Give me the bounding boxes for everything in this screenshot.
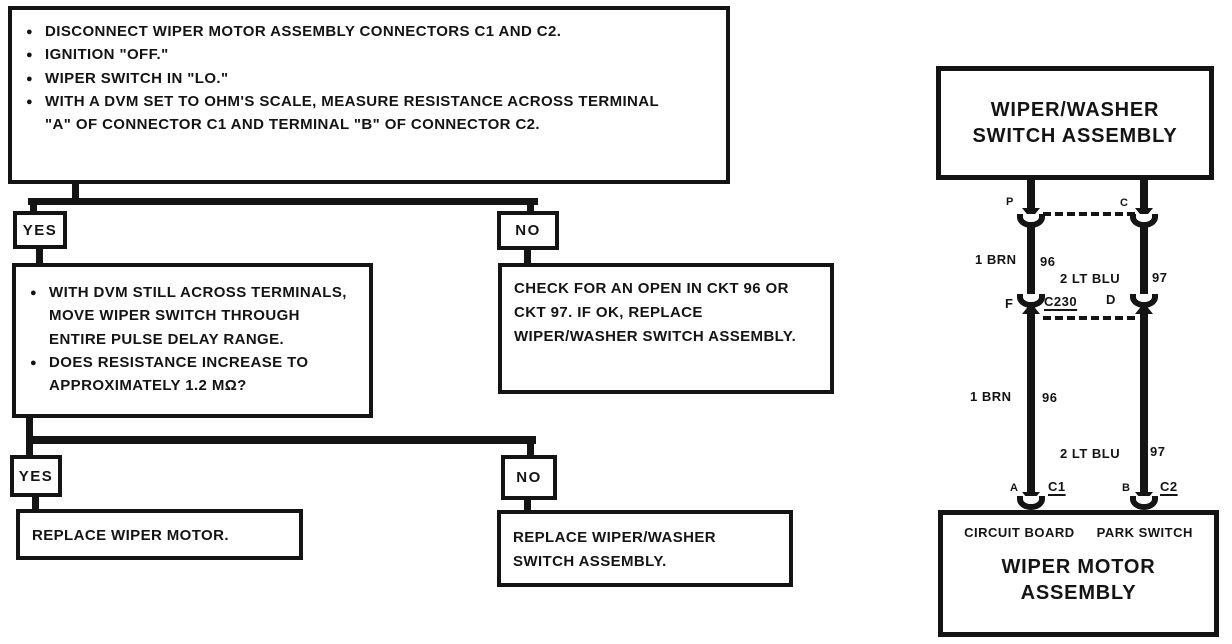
motor-sub-label-circuit-board: CIRCUIT BOARD xyxy=(964,525,1075,540)
wire-ckt96 xyxy=(1027,180,1035,500)
switch-box-label: WIPER/WASHER SWITCH ASSEMBLY xyxy=(972,99,1178,147)
step1-bullet-list: ● DISCONNECT WIPER MOTOR ASSEMBLY CONNEC… xyxy=(12,10,726,146)
step1-text: DISCONNECT WIPER MOTOR ASSEMBLY CONNECTO… xyxy=(45,23,562,40)
connector-line xyxy=(527,444,534,455)
step1-item: ● IGNITION "OFF." xyxy=(26,43,712,66)
no-label: NO xyxy=(516,469,542,486)
bullet-icon: ● xyxy=(26,95,34,108)
wire-label-ltblu-upper: 2 LT BLU xyxy=(1060,271,1121,286)
result-no-text: REPLACE WIPER/WASHER SWITCH ASSEMBLY. xyxy=(513,529,717,570)
connector-line xyxy=(36,249,43,264)
connector-c1-label: C1 xyxy=(1048,479,1066,494)
connector-line xyxy=(32,497,39,510)
no-label: NO xyxy=(515,222,541,239)
connector-c2-label: C2 xyxy=(1160,479,1178,494)
branch2-no-tag: NO xyxy=(501,455,557,500)
inline-connector-icon xyxy=(1017,214,1045,228)
step2-text: WITH DVM STILL ACROSS TERMINALS, MOVE WI… xyxy=(49,284,347,348)
motor-box-label: WIPER MOTOR ASSEMBLY xyxy=(1001,556,1156,604)
connector-line xyxy=(527,205,534,213)
step1-item: ● WITH A DVM SET TO OHM'S SCALE, MEASURE… xyxy=(26,90,712,137)
terminal-motor-a: A xyxy=(1010,482,1019,494)
step2-text: DOES RESISTANCE INCREASE TO APPROXIMATEL… xyxy=(49,353,309,394)
branch1-no-tag: NO xyxy=(497,211,559,250)
circuit-number-96-upper: 96 xyxy=(1040,254,1056,269)
connector-dash-line xyxy=(1043,212,1135,216)
result-yes-text: REPLACE WIPER MOTOR. xyxy=(32,527,229,544)
result-no-box: REPLACE WIPER/WASHER SWITCH ASSEMBLY. xyxy=(497,510,793,587)
inline-connector-icon xyxy=(1017,496,1045,510)
step1-text: WITH A DVM SET TO OHM'S SCALE, MEASURE R… xyxy=(45,92,659,133)
wire-label-brn-upper: 1 BRN xyxy=(975,252,1017,267)
connector-line xyxy=(524,250,531,264)
connector-line xyxy=(26,418,33,440)
bullet-icon: ● xyxy=(26,49,34,62)
step2-item: ● WITH DVM STILL ACROSS TERMINALS, MOVE … xyxy=(30,281,355,351)
flowchart-no-action-box: CHECK FOR AN OPEN IN CKT 96 OR CKT 97. I… xyxy=(498,263,834,394)
wiper-motor-box: CIRCUIT BOARD PARK SWITCH WIPER MOTOR AS… xyxy=(938,510,1219,637)
connector-dash-line xyxy=(1043,316,1135,320)
connector-line xyxy=(72,182,79,204)
terminal-c230-right: D xyxy=(1106,292,1116,307)
terminal-switch-right: C xyxy=(1120,197,1129,209)
circuit-number-96-lower: 96 xyxy=(1042,390,1058,405)
branch1-yes-tag: YES xyxy=(13,211,67,249)
bullet-icon: ● xyxy=(26,26,34,38)
branch2-line xyxy=(26,436,536,444)
circuit-number-97-lower: 97 xyxy=(1150,444,1166,459)
circuit-number-97-upper: 97 xyxy=(1152,270,1168,285)
step2-item: ● DOES RESISTANCE INCREASE TO APPROXIMAT… xyxy=(30,351,355,398)
connector-pin-icon xyxy=(1022,303,1040,314)
step1-text: WIPER SWITCH IN "LO." xyxy=(45,69,229,87)
step2-bullet-list: ● WITH DVM STILL ACROSS TERMINALS, MOVE … xyxy=(16,267,369,407)
terminal-motor-b: B xyxy=(1122,482,1131,494)
connector-pin-icon xyxy=(1135,303,1153,314)
connector-line xyxy=(524,500,531,511)
yes-label: YES xyxy=(22,221,58,239)
inline-connector-icon xyxy=(1130,496,1158,510)
connector-line xyxy=(26,444,33,455)
no-action-text: CHECK FOR AN OPEN IN CKT 96 OR CKT 97. I… xyxy=(514,280,797,345)
result-yes-box: REPLACE WIPER MOTOR. xyxy=(16,509,303,560)
step1-item: ● DISCONNECT WIPER MOTOR ASSEMBLY CONNEC… xyxy=(26,20,712,43)
step1-text: IGNITION "OFF." xyxy=(45,46,169,64)
yes-label: YES xyxy=(18,467,54,485)
branch1-line xyxy=(28,198,538,205)
connector-line xyxy=(30,205,37,213)
wiper-washer-switch-box: WIPER/WASHER SWITCH ASSEMBLY xyxy=(936,66,1214,180)
motor-sub-label-park-switch: PARK SWITCH xyxy=(1096,525,1193,540)
terminal-switch-left: P xyxy=(1006,196,1014,208)
flowchart-step2-box: ● WITH DVM STILL ACROSS TERMINALS, MOVE … xyxy=(12,263,373,418)
inline-connector-icon xyxy=(1130,214,1158,228)
wire-ckt97 xyxy=(1140,180,1148,500)
terminal-c230-left: F xyxy=(1005,296,1014,311)
bullet-icon: ● xyxy=(26,72,34,85)
wire-label-brn-lower: 1 BRN xyxy=(970,389,1012,404)
connector-c230-label: C230 xyxy=(1044,294,1078,309)
bullet-icon: ● xyxy=(30,356,38,369)
branch2-yes-tag: YES xyxy=(10,455,62,497)
bullet-icon: ● xyxy=(30,287,38,299)
wire-label-ltblu-lower: 2 LT BLU xyxy=(1060,446,1121,461)
step1-item: ● WIPER SWITCH IN "LO." xyxy=(26,67,712,90)
flowchart-step1-box: ● DISCONNECT WIPER MOTOR ASSEMBLY CONNEC… xyxy=(8,6,730,184)
